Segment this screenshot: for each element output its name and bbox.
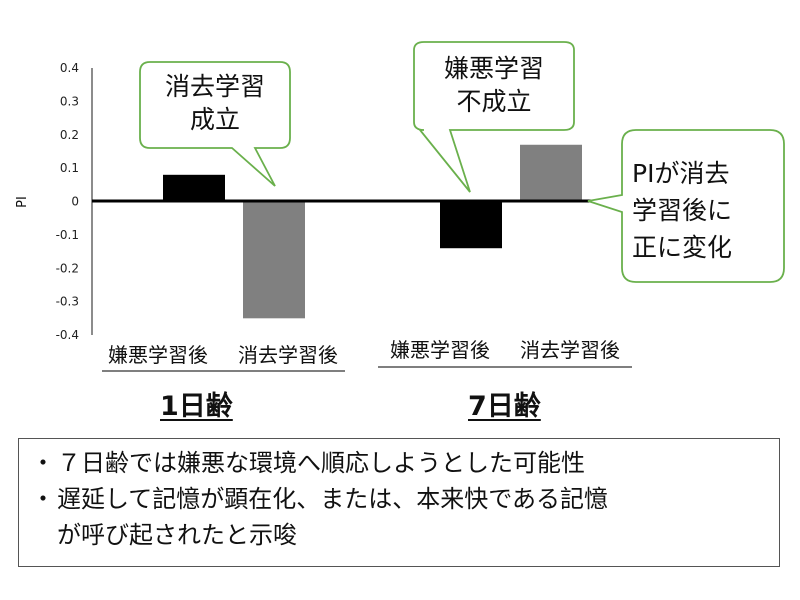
callout-2-text: 嫌悪学習 不成立: [414, 52, 574, 118]
notes-box: ・７日齢では嫌悪な環境へ順応しようとした可能性 ・遅延して記憶が顕在化、または、…: [18, 438, 780, 567]
category-labels: 嫌悪学習後 消去学習後 嫌悪学習後 消去学習後: [108, 338, 620, 367]
callout-3-text: PIが消去 学習後に 正に変化: [622, 155, 784, 266]
note-item-1: ・７日齢では嫌悪な環境へ順応しようとした可能性: [31, 445, 769, 481]
y-tick-label: 0.4: [60, 61, 79, 75]
y-tick-label: -0.1: [56, 228, 79, 242]
note-item-2: ・遅延して記憶が顕在化、または、本来快である記憶 が呼び起されたと示唆: [31, 481, 769, 553]
note-2-text: 遅延して記憶が顕在化、または、本来快である記憶: [57, 485, 609, 513]
group-label-7day: 7日齢: [468, 391, 541, 422]
y-tick-label: 0.1: [60, 161, 79, 175]
y-tick-label: -0.2: [56, 261, 79, 275]
category-label: 消去学習後: [238, 343, 338, 367]
y-tick-label: -0.4: [56, 328, 79, 342]
y-axis-label: PI: [15, 196, 30, 208]
note-1-text: ７日齢では嫌悪な環境へ順応しようとした可能性: [57, 449, 585, 477]
y-tick-label: -0.3: [56, 295, 79, 309]
callout-1-text: 消去学習 成立: [140, 70, 290, 136]
bar-2-2: [520, 144, 582, 202]
callout-1-line2: 成立: [189, 105, 240, 134]
y-tick-label: 0.2: [60, 128, 79, 142]
callout-3-line2: 学習後に: [632, 196, 733, 225]
callout-1-line1: 消去学習: [164, 72, 265, 101]
bar-1-2: [243, 201, 305, 319]
note-2-continuation: が呼び起されたと示唆: [57, 521, 297, 549]
y-tick-labels: 0.4 0.3 0.2 0.1 0 -0.1 -0.2 -0.3 -0.4: [56, 61, 79, 342]
bar-1-1: [163, 174, 225, 202]
callout-1-bubble: [139, 41, 785, 283]
bars: [163, 144, 582, 319]
pi-bar-chart: 0.4 0.3 0.2 0.1 0 -0.1 -0.2 -0.3 -0.4 PI 嫌悪学習後 消去…: [15, 61, 632, 372]
callout-3-line1: PIが消去: [632, 159, 730, 188]
callout-3-line3: 正に変化: [632, 233, 733, 262]
callout-2-line1: 嫌悪学習: [443, 54, 544, 83]
y-tick-label: 0.3: [60, 94, 79, 108]
y-tick-label: 0: [71, 195, 79, 209]
category-label: 消去学習後: [520, 338, 620, 362]
group-label-1day: 1日齢: [160, 391, 233, 422]
category-label: 嫌悪学習後: [108, 343, 208, 367]
bar-2-1: [440, 201, 502, 249]
bullet: ・: [31, 485, 55, 513]
bullet: ・: [31, 449, 55, 477]
category-label: 嫌悪学習後: [390, 338, 490, 362]
callout-2-line2: 不成立: [456, 87, 532, 116]
